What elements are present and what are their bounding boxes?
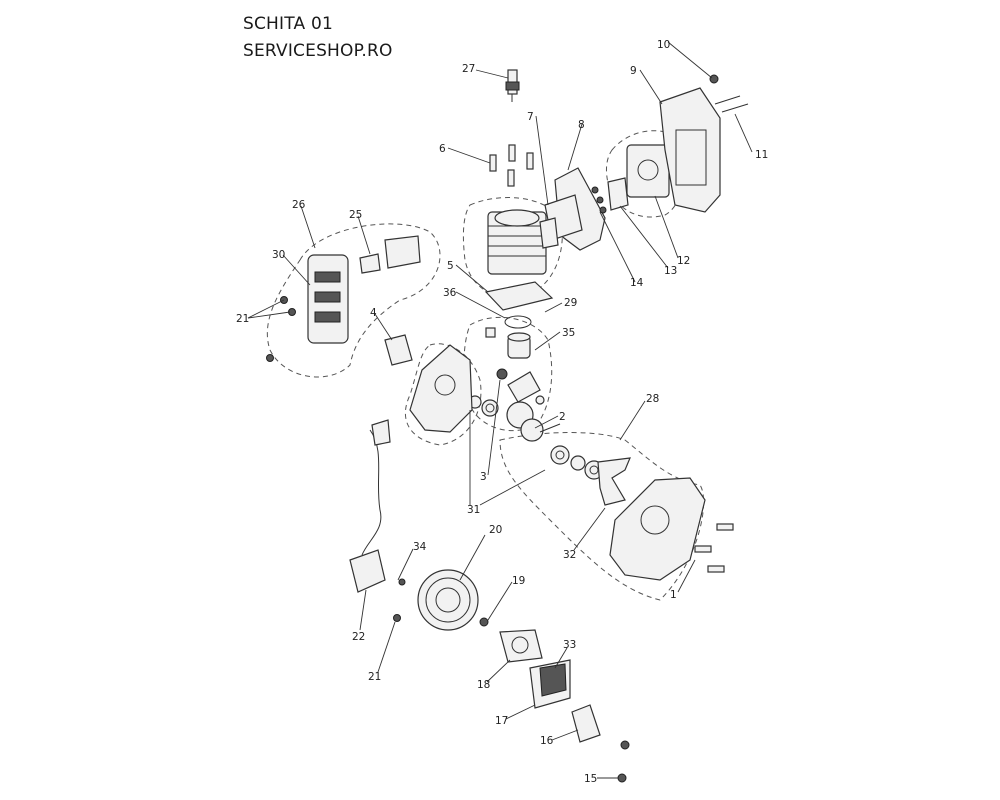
leader-lines — [247, 41, 753, 779]
callout-label: 15 — [584, 773, 597, 785]
flywheel-part — [417, 569, 479, 631]
callout-label: 25 — [349, 209, 362, 221]
callout-label: 1 — [670, 589, 677, 601]
right-crankcase-part — [609, 477, 706, 581]
callout-label: 4 — [370, 307, 377, 319]
crankcase-seal-part — [597, 457, 631, 506]
callout-label: 21 — [236, 313, 249, 325]
clutch-shoes-part — [539, 663, 567, 697]
callout-label: 29 — [564, 297, 577, 309]
coil-screw-part — [393, 614, 401, 622]
crankcase-screws-part — [694, 523, 734, 573]
callout-label: 19 — [512, 575, 525, 587]
cover-screw-part — [620, 740, 630, 750]
diagram-site: SERVICESHOP.RO — [243, 41, 393, 61]
callout-label: 17 — [495, 715, 508, 727]
callout-label: 33 — [563, 639, 576, 651]
crankshaft-part — [506, 371, 561, 442]
callout-labels: 27 10 9 7 8 6 11 26 25 30 5 36 29 12 13 … — [236, 39, 768, 785]
carburetor-screws-part — [591, 186, 607, 214]
callout-label: 12 — [677, 255, 690, 267]
callout-label: 3 — [480, 471, 487, 483]
spark-plug-part — [505, 69, 520, 102]
piston-ring-part — [504, 315, 532, 329]
callout-label: 36 — [443, 287, 457, 299]
carburetor-part — [626, 144, 670, 198]
callout-label: 18 — [477, 679, 490, 691]
callout-label: 10 — [657, 39, 670, 51]
cover-gasket-part — [571, 704, 601, 743]
callout-label: 35 — [562, 327, 575, 339]
left-crankcase-part — [409, 344, 473, 433]
callout-label: 28 — [646, 393, 659, 405]
group-outline-12 — [606, 130, 686, 218]
callout-label: 13 — [664, 265, 677, 277]
callout-label: 9 — [630, 65, 637, 77]
callout-label: 27 — [462, 63, 475, 75]
cylinder-gasket-part — [484, 281, 554, 311]
cylinder-bolts-part — [489, 144, 534, 187]
group-outline-cylinder — [462, 197, 563, 299]
ignition-coil-part — [349, 419, 391, 593]
callout-label: 6 — [439, 143, 446, 155]
callout-label: 30 — [272, 249, 285, 261]
group-outline-35 — [405, 343, 482, 446]
bottom-screw-part — [617, 773, 627, 783]
callout-label: 14 — [630, 277, 644, 289]
callout-label: 22 — [352, 631, 365, 643]
group-outline-28 — [499, 432, 705, 601]
callout-label: 5 — [447, 260, 454, 272]
muffler-gasket-part — [359, 253, 381, 274]
piston-part — [485, 327, 531, 359]
callout-label: 34 — [413, 541, 427, 553]
fuel-tank-housing-part — [659, 87, 721, 213]
callout-label: 32 — [563, 549, 576, 561]
tank-bolts-part — [709, 74, 749, 113]
cylinder-part — [487, 209, 547, 275]
callout-label: 8 — [578, 119, 585, 131]
exhaust-flange-part — [384, 235, 421, 269]
callout-label: 20 — [489, 524, 502, 536]
callout-label: 16 — [540, 735, 554, 747]
washer-plate-part — [499, 629, 543, 663]
intake-gasket-part — [539, 217, 559, 249]
callout-label: 21 — [368, 671, 381, 683]
callout-label: 7 — [527, 111, 534, 123]
intake-manifold-part — [384, 334, 413, 366]
diagram-title: SCHITA 01 — [243, 14, 333, 34]
callout-label: 2 — [559, 411, 566, 423]
flywheel-nut-part — [479, 617, 489, 627]
callout-label: 31 — [467, 504, 480, 516]
callout-label: 11 — [755, 149, 768, 161]
callout-label: 26 — [292, 199, 306, 211]
group-outline-26 — [266, 223, 441, 378]
coil-screw-top-part — [398, 578, 406, 586]
muffler-part — [307, 254, 349, 344]
carburetor-gasket-part — [607, 177, 629, 211]
